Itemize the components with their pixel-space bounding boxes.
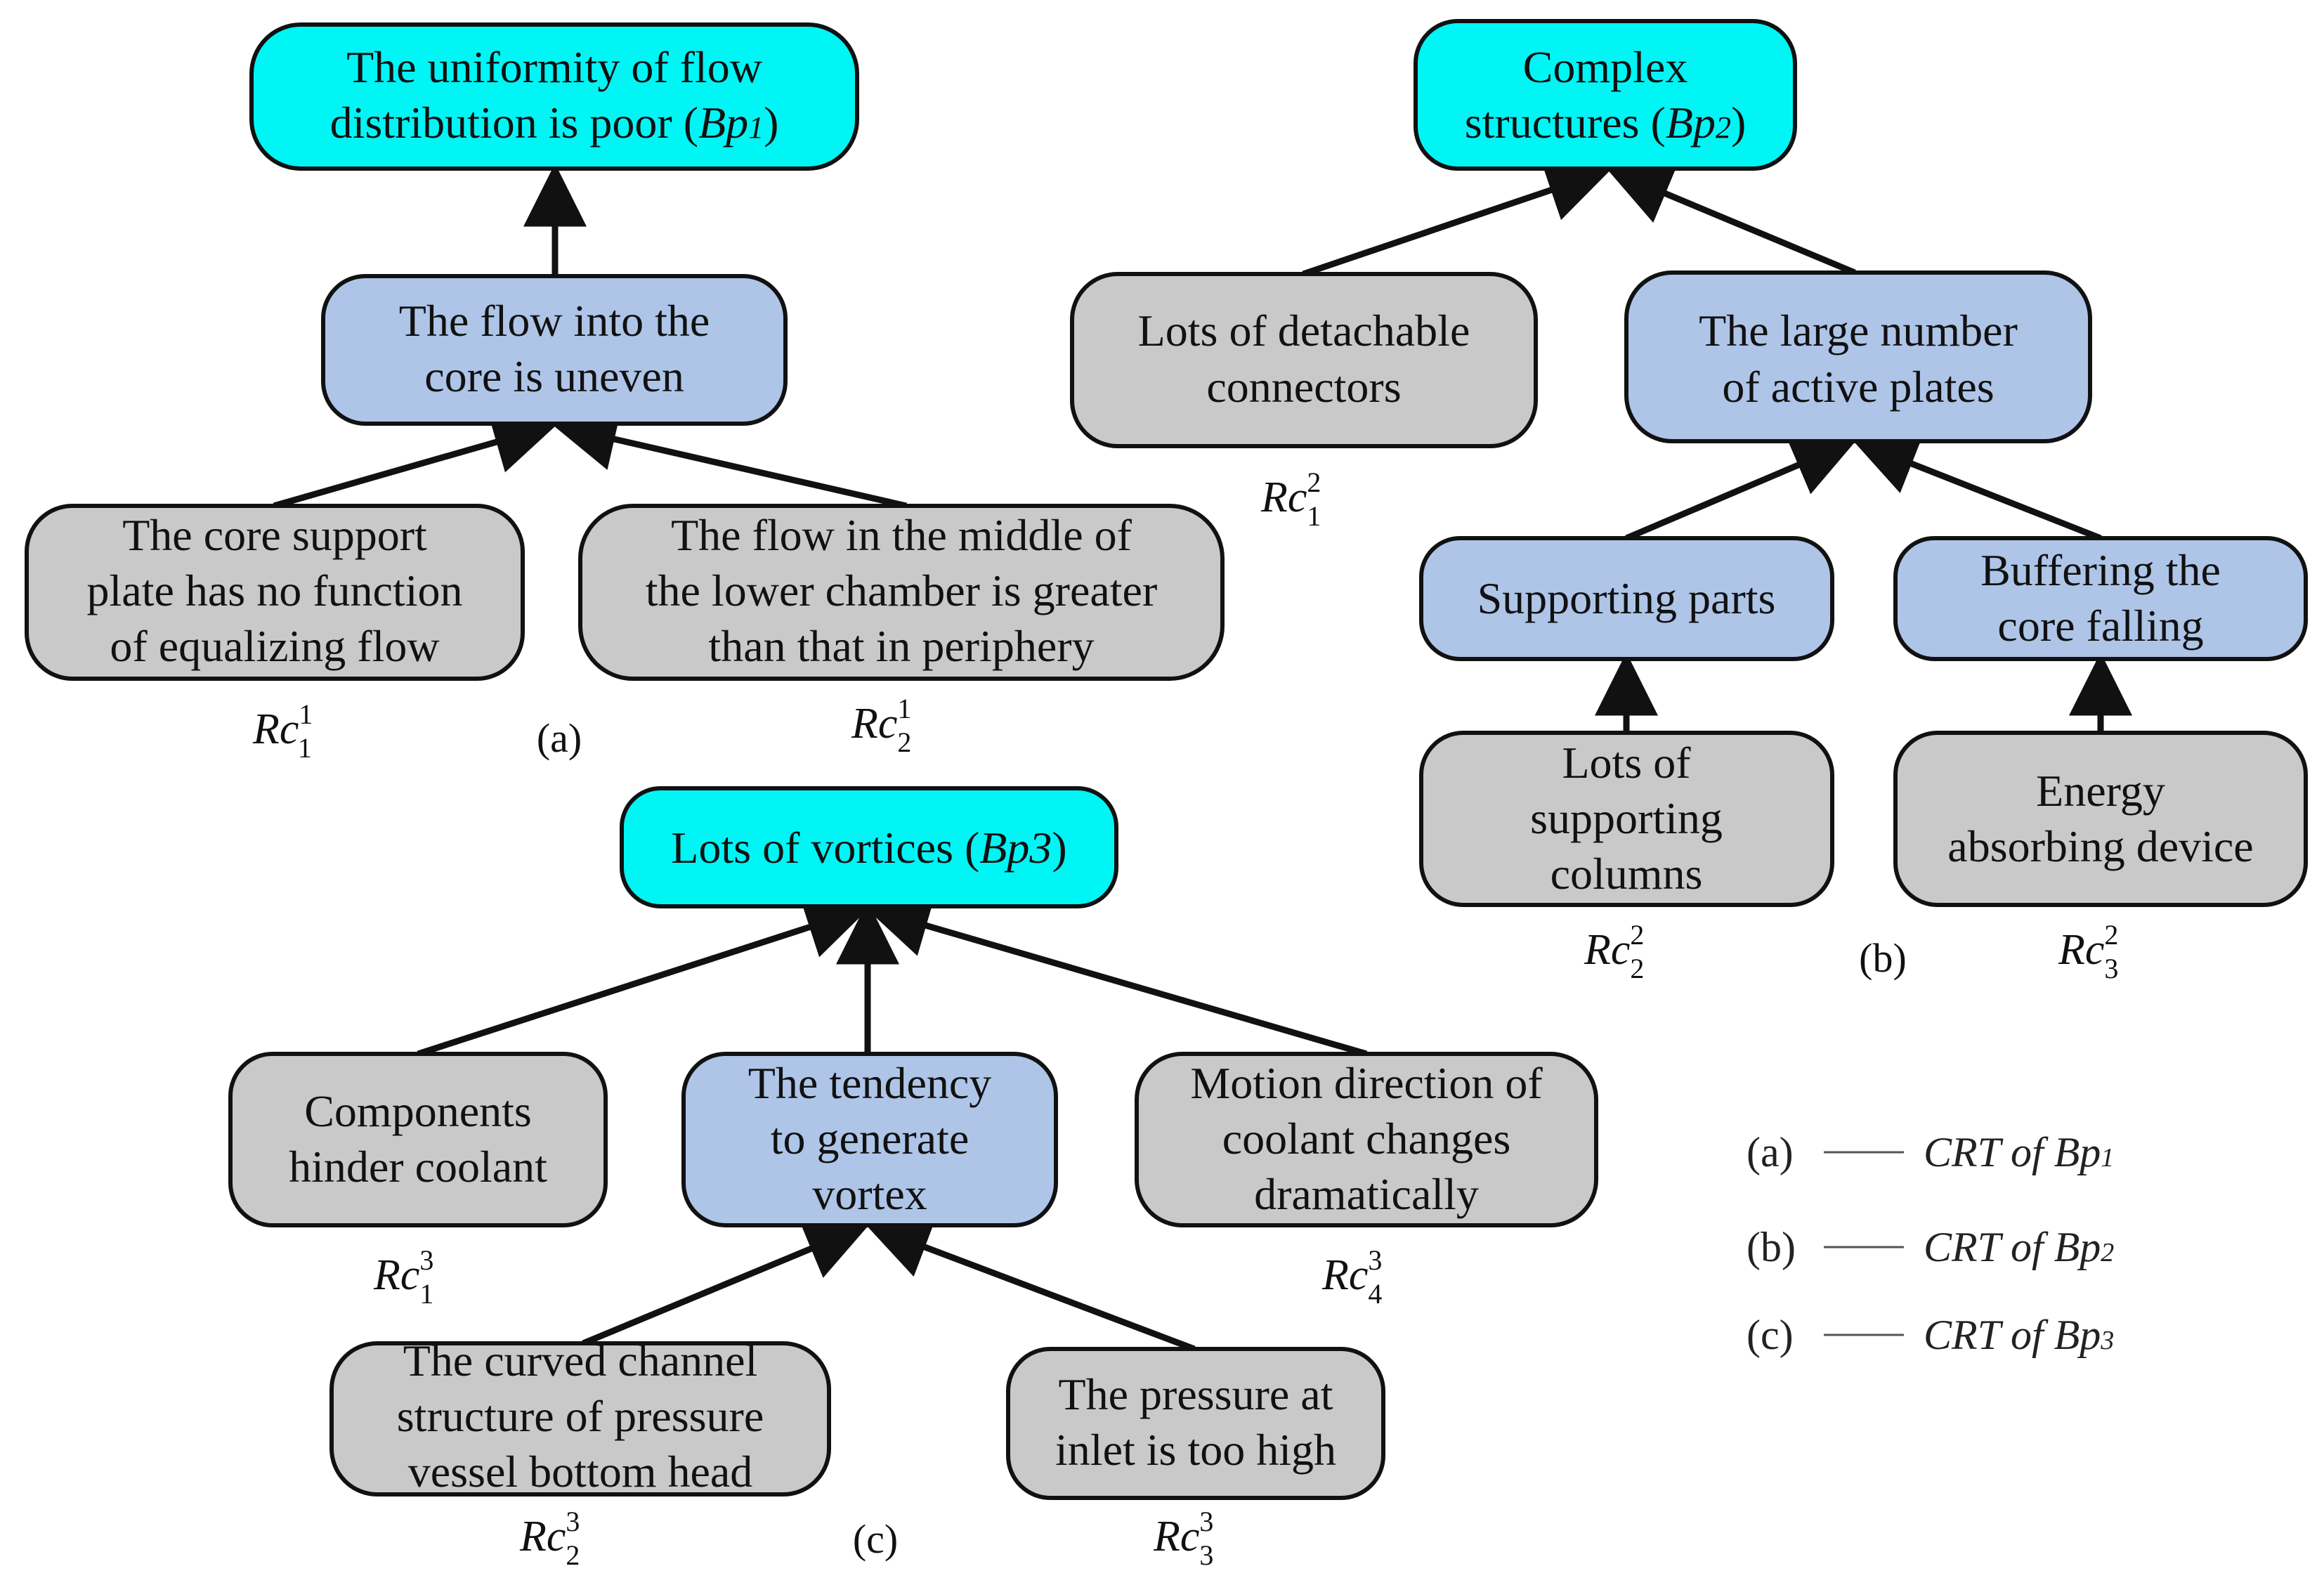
node-core-support-plate: The core support plate has no function o… [25,504,525,681]
arrow-curved-to-tendency [582,1219,870,1347]
arrow-components-to-bp3 [417,896,870,1057]
arrow-core-support-to-flow-into-core [273,411,557,509]
node-bp1: The uniformity of flow distribution is p… [249,22,859,171]
node-active-plates-line2: of active plates [1722,362,1994,412]
node-tendency-vortex: The tendency to generate vortex [681,1052,1058,1227]
node-buffering-core: Buffering the core falling [1893,536,2308,661]
node-motion-line3: dramatically [1254,1169,1479,1219]
node-curved-line2: structure of pressure [397,1391,764,1441]
node-motion-line2: coolant changes [1222,1114,1511,1163]
arrow-active-plates-to-bp2 [1607,164,1856,276]
arrows [273,159,2132,1352]
node-bp2-line2: structures (Bp2) [1465,98,1747,148]
node-energy-absorbing: Energy absorbing device [1893,731,2308,907]
node-columns-line2: supporting [1530,793,1723,843]
arrow-buffering-to-active-plates [1853,434,2102,542]
node-supporting-parts: Supporting parts [1419,536,1834,661]
node-core-support-line2: plate has no function [87,566,463,615]
node-core-support-line3: of equalizing flow [110,621,439,671]
node-columns-line3: columns [1551,849,1703,899]
node-flow-middle-lower: The flow in the middle of the lower cham… [578,504,1225,681]
node-components-hinder: Components hinder coolant [228,1052,608,1227]
legend-key-b: (b) [1747,1224,1796,1270]
node-flow-middle-line1: The flow in the middle of [671,510,1132,560]
node-flow-middle-line2: the lower chamber is greater [646,566,1158,615]
legend: (a) CRT of Bp1 (b) CRT of Bp2 (c) CRT of… [1747,1129,2114,1358]
panel-label-a: (a) [537,715,582,761]
node-energy-line1: Energy [2036,766,2165,816]
node-flow-middle-line3: than that in periphery [708,621,1094,671]
node-supporting-columns: Lots of supporting columns [1419,731,1834,907]
node-energy-line2: absorbing device [1947,821,2253,871]
node-tendency-line2: to generate [771,1114,970,1163]
node-supporting-parts-line1: Supporting parts [1477,573,1776,623]
node-pressure-line1: The pressure at [1059,1369,1333,1419]
node-detachable-line1: Lots of detachable [1138,306,1470,356]
arrow-detachable-to-bp2 [1302,159,1611,278]
arrow-supporting-parts-to-active-plates [1625,436,1857,542]
node-flow-into-core: The flow into the core is uneven [321,274,788,426]
node-curved-channel: The curved channel structure of pressure… [329,1336,831,1497]
node-pressure-inlet: The pressure at inlet is too high [1006,1347,1385,1500]
node-tendency-line3: vortex [812,1169,927,1219]
arrow-flow-middle-to-flow-into-core [552,408,908,509]
node-bp3: Lots of vortices (Bp3) [620,786,1118,908]
node-motion-direction: Motion direction of coolant changes dram… [1135,1052,1598,1227]
panel-label-b: (b) [1859,935,1907,981]
node-active-plates: The large number of active plates [1624,270,2092,443]
node-flow-into-core-line1: The flow into the [399,296,710,346]
arrow-pressure-to-tendency [866,1217,1196,1352]
legend-text-a: CRT of Bp1 [1924,1129,2114,1175]
node-curved-line3: vessel bottom head [408,1447,753,1497]
panel-labels: (a) (b) (c) [537,715,1907,1562]
node-buffering-line2: core falling [1997,601,2203,651]
node-columns-line1: Lots of [1562,738,1691,788]
node-detachable-line2: connectors [1206,362,1401,412]
node-bp2: Complex structures (Bp2) [1414,19,1797,171]
node-components-line2: hinder coolant [289,1142,547,1192]
node-curved-line1: The curved channel [403,1336,758,1385]
node-bp3-line1: Lots of vortices (Bp3) [671,823,1066,873]
node-core-support-line1: The core support [122,510,427,560]
node-pressure-line2: inlet is too high [1055,1425,1336,1475]
legend-key-c: (c) [1747,1312,1794,1358]
node-motion-line1: Motion direction of [1190,1058,1543,1108]
node-tendency-line1: The tendency [748,1058,992,1108]
legend-key-a: (a) [1747,1129,1794,1175]
node-components-line1: Components [304,1086,532,1136]
node-bp2-line1: Complex [1523,42,1688,92]
node-detachable-connectors: Lots of detachable connectors [1070,272,1538,448]
node-flow-into-core-line2: core is uneven [424,351,684,401]
arrow-motion-to-bp3 [866,895,1368,1057]
legend-text-b: CRT of Bp2 [1924,1224,2114,1270]
node-active-plates-line1: The large number [1699,306,2018,356]
node-buffering-line1: Buffering the [1980,545,2221,595]
legend-text-c: CRT of Bp3 [1924,1312,2114,1358]
node-bp1-line2: distribution is poor (Bp1) [330,98,779,148]
node-bp1-line1: The uniformity of flow [346,42,762,92]
panel-label-c: (c) [853,1516,898,1562]
